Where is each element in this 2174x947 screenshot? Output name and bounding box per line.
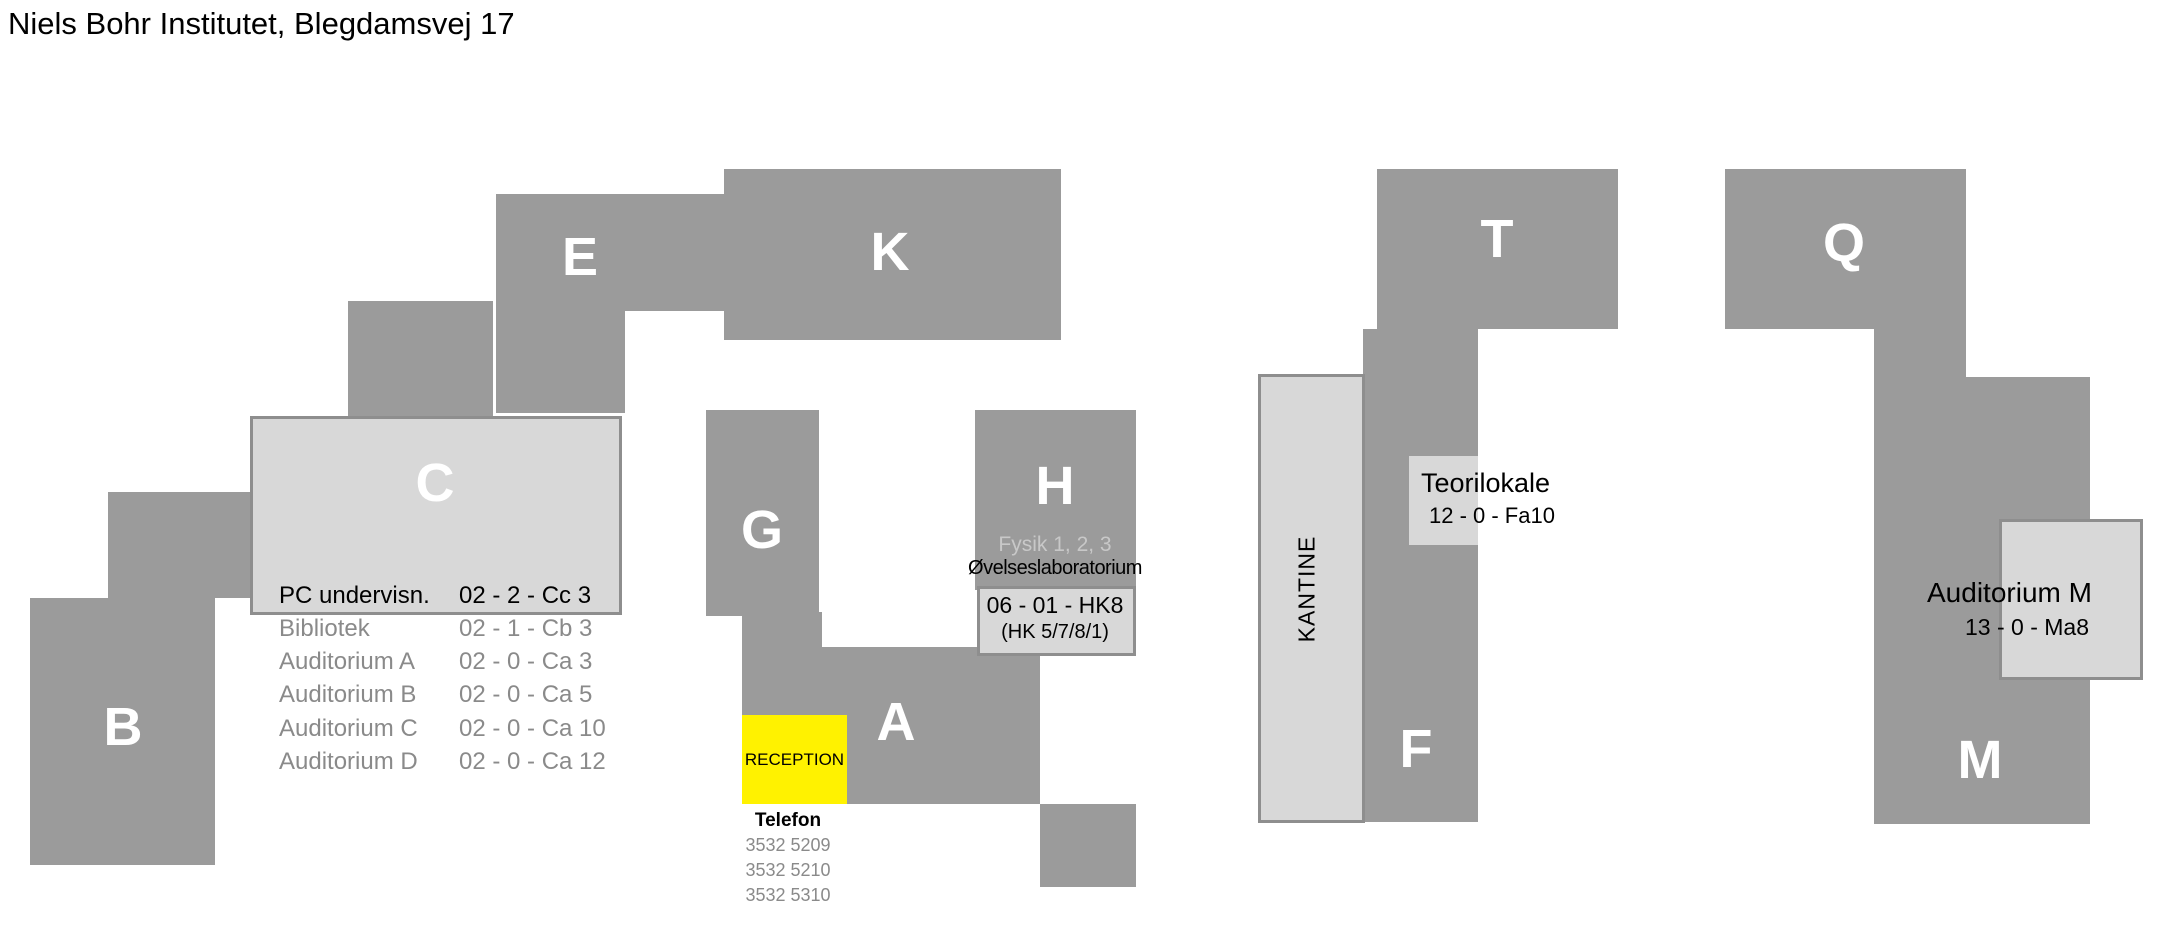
auditorium-m-label: Auditorium M bbox=[1927, 577, 2092, 608]
room-code: 02 - 0 - Ca 3 bbox=[459, 648, 593, 675]
building-label-g: G bbox=[740, 500, 784, 560]
building-b-connector bbox=[108, 492, 253, 598]
room-name: Auditorium A bbox=[279, 648, 416, 675]
building-q-connector bbox=[1874, 320, 1966, 380]
building-e bbox=[494, 194, 625, 415]
reception-label: RECEPTION bbox=[744, 749, 845, 769]
building-c-annex bbox=[348, 301, 493, 418]
building-label-h: H bbox=[1035, 456, 1075, 516]
h-lab-label: Øvelseslaboratorium bbox=[968, 557, 1142, 579]
kantine-label: KANTINE bbox=[1293, 535, 1320, 643]
room-code: 02 - 1 - Cb 3 bbox=[459, 615, 593, 642]
building-k bbox=[724, 169, 1061, 340]
building-label-e: E bbox=[561, 227, 599, 287]
building-c bbox=[250, 416, 622, 615]
room-name: Auditorium C bbox=[279, 715, 418, 742]
room-code: 02 - 2 - Cc 3 bbox=[459, 582, 592, 609]
building-t bbox=[1377, 169, 1618, 329]
phone-number: 3532 5310 bbox=[745, 885, 831, 905]
h-fysik-label: Fysik 1, 2, 3 bbox=[998, 533, 1112, 556]
building-label-q: Q bbox=[1822, 213, 1866, 273]
kantine bbox=[1258, 374, 1365, 823]
room-code: 02 - 0 - Ca 10 bbox=[459, 715, 606, 742]
building-a bbox=[819, 647, 1040, 804]
h-lab-rooms: (HK 5/7/8/1) bbox=[1001, 621, 1109, 643]
building-label-c: C bbox=[415, 453, 455, 513]
building-g bbox=[706, 410, 819, 616]
teorilokale-room bbox=[1409, 456, 1478, 545]
phone-number: 3532 5210 bbox=[745, 860, 831, 880]
building-h bbox=[975, 410, 1136, 590]
teorilokale-code: 12 - 0 - Fa10 bbox=[1429, 503, 1555, 528]
h-lab-code: 06 - 01 - HK8 bbox=[986, 592, 1124, 618]
room-code: 02 - 0 - Ca 5 bbox=[459, 681, 593, 708]
room-name: PC undervisn. bbox=[279, 582, 430, 609]
building-b bbox=[30, 598, 215, 865]
room-name: Auditorium B bbox=[279, 681, 417, 708]
building-e-k-connector bbox=[623, 194, 725, 311]
building-label-k: K bbox=[870, 222, 910, 282]
room-name: Bibliotek bbox=[279, 615, 370, 642]
building-g-lower bbox=[742, 612, 822, 717]
building-q bbox=[1725, 169, 1966, 329]
auditorium-m-room bbox=[1999, 519, 2143, 680]
building-label-b: B bbox=[103, 697, 143, 757]
teorilokale-label: Teorilokale bbox=[1421, 468, 1551, 498]
room-code: 02 - 0 - Ca 12 bbox=[459, 748, 606, 775]
map-title: Niels Bohr Institutet, Blegdamsvej 17 bbox=[8, 6, 515, 41]
building-f bbox=[1363, 329, 1478, 822]
room-name: Auditorium D bbox=[279, 748, 418, 775]
building-a-annex bbox=[1040, 804, 1136, 887]
building-label-t: T bbox=[1480, 209, 1514, 269]
reception: RECEPTION bbox=[742, 715, 847, 804]
phone-label: Telefon bbox=[754, 810, 822, 831]
building-label-f: F bbox=[1399, 719, 1433, 779]
building-h-lab-room bbox=[977, 586, 1136, 656]
auditorium-m-code: 13 - 0 - Ma8 bbox=[1965, 614, 2089, 640]
building-f-top bbox=[1377, 320, 1478, 340]
building-label-m: M bbox=[1957, 730, 2003, 790]
building-label-a: A bbox=[876, 692, 916, 752]
phone-number: 3532 5209 bbox=[745, 835, 831, 855]
